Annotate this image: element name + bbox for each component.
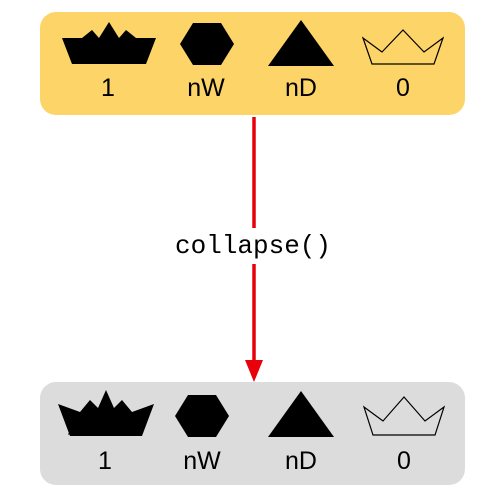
crown-outline-icon xyxy=(363,396,445,436)
crown-filled-icon xyxy=(62,22,156,64)
triangle-count: nD xyxy=(285,447,317,475)
hexagon-count: nW xyxy=(183,447,221,475)
operation-label: collapse() xyxy=(140,228,366,264)
crown-outline-count: 0 xyxy=(397,447,411,475)
hexagon-count: nW xyxy=(187,74,225,102)
hexagon-icon xyxy=(180,23,234,65)
crown-filled-icon xyxy=(58,390,154,436)
triangle-count: nD xyxy=(285,74,317,102)
arrow-head xyxy=(245,360,263,382)
hexagon-icon xyxy=(175,395,229,437)
crown-outline-count: 0 xyxy=(396,74,410,102)
triangle-icon xyxy=(268,391,334,437)
crown-outline-icon xyxy=(362,29,444,65)
crown-filled-count: 1 xyxy=(101,74,115,102)
crown-filled-count: 1 xyxy=(98,447,112,475)
triangle-icon xyxy=(268,20,334,66)
